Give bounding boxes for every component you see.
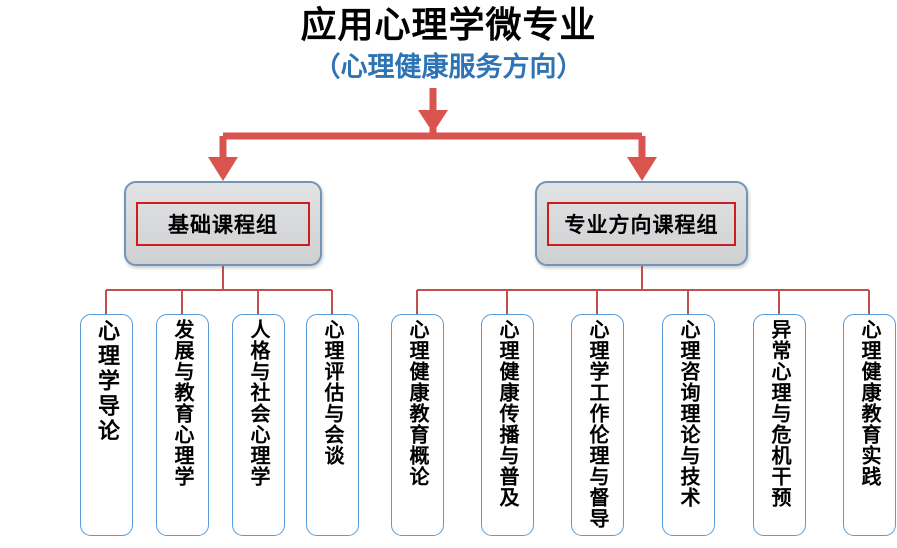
group-inner-frame: 专业方向课程组 bbox=[547, 201, 736, 246]
course-label: 心理学导论 bbox=[94, 319, 121, 444]
course-box[interactable]: 异常心理与危机干预 bbox=[753, 314, 806, 536]
arrowhead-right bbox=[627, 157, 657, 181]
page-title: 应用心理学微专业 bbox=[300, 5, 597, 46]
course-label: 心理咨询理论与技术 bbox=[677, 319, 701, 508]
course-box[interactable]: 心理健康传播与普及 bbox=[481, 314, 534, 536]
course-label: 发展与教育心理学 bbox=[171, 319, 195, 487]
course-label: 心理健康教育实践 bbox=[858, 319, 882, 487]
course-label: 心理学工作伦理与督导 bbox=[586, 319, 610, 529]
course-label: 异常心理与危机干预 bbox=[768, 319, 792, 508]
group-box-basic[interactable]: 基础课程组 bbox=[124, 181, 322, 266]
group-inner-frame: 基础课程组 bbox=[136, 201, 310, 246]
course-box[interactable]: 心理评估与会谈 bbox=[306, 314, 359, 536]
group-label-direction: 专业方向课程组 bbox=[564, 212, 719, 237]
course-box[interactable]: 心理学导论 bbox=[80, 314, 133, 536]
course-box[interactable]: 心理咨询理论与技术 bbox=[662, 314, 715, 536]
arrowhead-left bbox=[208, 157, 238, 181]
course-label: 心理健康教育概论 bbox=[406, 319, 430, 487]
page-subtitle: （心理健康服务方向） bbox=[313, 52, 584, 83]
group-label-basic: 基础课程组 bbox=[168, 212, 278, 237]
arrowhead-center bbox=[418, 110, 448, 133]
course-label: 人格与社会心理学 bbox=[247, 319, 271, 487]
course-box[interactable]: 人格与社会心理学 bbox=[232, 314, 285, 536]
course-box[interactable]: 心理学工作伦理与督导 bbox=[571, 314, 624, 536]
course-box[interactable]: 心理健康教育实践 bbox=[843, 314, 896, 536]
course-box[interactable]: 心理健康教育概论 bbox=[391, 314, 444, 536]
course-label: 心理健康传播与普及 bbox=[496, 319, 520, 508]
course-label: 心理评估与会谈 bbox=[321, 319, 345, 466]
group-box-direction[interactable]: 专业方向课程组 bbox=[535, 181, 748, 266]
course-box[interactable]: 发展与教育心理学 bbox=[156, 314, 209, 536]
